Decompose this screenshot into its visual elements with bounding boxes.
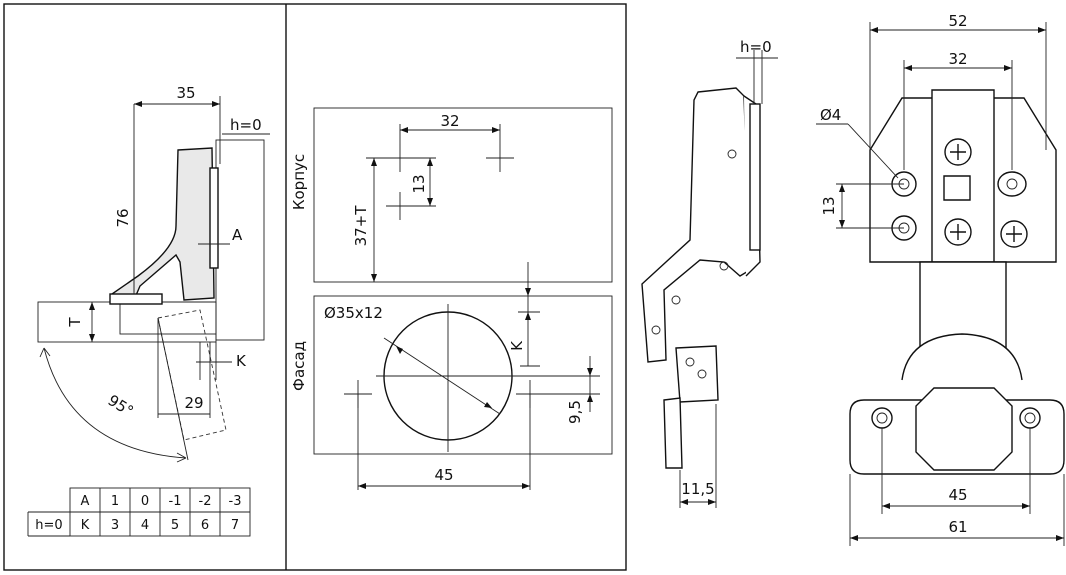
cup-dome	[901, 333, 1023, 381]
d4-leader	[847, 123, 899, 179]
arc-arrow-top	[39, 347, 51, 358]
dim-115-label: 11,5	[681, 480, 714, 498]
dim-61-label: 61	[948, 518, 967, 536]
hole-inner	[1006, 178, 1018, 190]
hole-inner	[876, 412, 888, 424]
door-panel	[37, 301, 217, 343]
cabinet-panel	[313, 107, 613, 283]
dim-37T-label: 37+T	[352, 205, 370, 247]
dim-32-label: 32	[948, 50, 967, 68]
dim-45-label: 45	[434, 466, 453, 484]
base-screw-hole	[1019, 407, 1041, 429]
dim-13-label: 13	[410, 174, 428, 193]
table-cell: -1	[169, 494, 182, 509]
table-cell: -2	[199, 494, 212, 509]
label-K: K	[236, 352, 247, 370]
hinge-arm	[111, 147, 215, 301]
table-row-label: h=0	[35, 518, 62, 533]
dim-arrows	[680, 499, 716, 505]
dim-29-label: 29	[184, 394, 203, 412]
door-front-panel	[313, 295, 613, 455]
cup-flange-profile	[663, 397, 683, 469]
table-cell: 1	[111, 494, 119, 509]
dim-32-label: 32	[440, 112, 459, 130]
label-T: T	[66, 317, 84, 328]
pivot-hole	[697, 369, 707, 379]
dim-K-label: K	[508, 340, 526, 351]
dim-52-label: 52	[948, 12, 967, 30]
dim-95-label: 9,5	[566, 400, 584, 424]
dim-45-label: 45	[948, 486, 967, 504]
mount-plate-profile	[749, 103, 761, 251]
adjustment-table: h=0 A 1 0 -1 -2 -3 K 3 4 5 6 7	[27, 487, 251, 537]
screw-slot	[950, 144, 966, 160]
table-cell: 4	[141, 518, 149, 533]
base-screw-hole	[871, 407, 893, 429]
mounting-plate	[209, 167, 219, 269]
drawing-frame	[3, 3, 627, 571]
cup-octagon	[915, 387, 1013, 471]
open-door-edge	[157, 317, 189, 461]
dim-arrows	[525, 288, 531, 320]
h0-label: h=0	[230, 116, 262, 134]
table-cell: -3	[229, 494, 242, 509]
pivot-hole	[727, 149, 737, 159]
drilling-scheme: Корпус Фасад 32 13 37+T Ø35x12	[290, 107, 613, 490]
dim-T-arrows	[89, 302, 95, 342]
side-view: 35 h=0 76 A T K 29 95°	[37, 84, 270, 463]
pivot-hole	[671, 295, 681, 305]
hole-diameter-leader	[383, 337, 501, 415]
label-A: A	[232, 226, 243, 244]
angle-label: 95°	[105, 391, 137, 420]
table-cell: 7	[231, 518, 239, 533]
table-cell: 5	[171, 518, 179, 533]
hinge-arm-profile	[641, 87, 751, 363]
hinge-cup-profile	[675, 345, 719, 403]
dim-35-label: 35	[176, 84, 195, 102]
fasad-label: Фасад	[290, 341, 308, 391]
table-cell: A	[81, 494, 90, 509]
dim-76-label: 76	[114, 208, 132, 227]
slot-opening	[943, 175, 971, 201]
profile-view: h=0 11,5	[641, 38, 778, 508]
opening-angle-arc	[43, 347, 187, 459]
hole-inner	[1024, 412, 1036, 424]
dim-13-label: 13	[820, 196, 838, 215]
screw-slot	[950, 224, 966, 240]
table-cell: K	[81, 518, 90, 533]
arc-arrow-end	[176, 452, 187, 463]
cup-recess	[119, 301, 217, 335]
hinge-cup-flange	[109, 293, 163, 305]
korpus-label: Корпус	[290, 154, 308, 210]
front-view: 52 32 Ø4 13 45 61	[816, 12, 1065, 546]
cup-hole-centerlines	[376, 304, 520, 452]
dim-arrows	[587, 368, 593, 402]
profile-h0-label: h=0	[740, 38, 772, 56]
crosshair	[386, 192, 414, 220]
open-door-outline	[157, 309, 227, 441]
table-cell: 3	[111, 518, 119, 533]
pivot-hole	[651, 325, 661, 335]
pivot-hole	[719, 261, 729, 271]
table-cell: 0	[141, 494, 149, 509]
screw-slot	[1006, 226, 1022, 242]
crosshair	[486, 144, 514, 172]
plate-screw-hole	[997, 171, 1027, 197]
table-cell: 6	[201, 518, 209, 533]
pivot-hole	[685, 357, 695, 367]
dim-d4-label: Ø4	[820, 106, 841, 124]
hole-diameter-label: Ø35x12	[324, 304, 383, 322]
